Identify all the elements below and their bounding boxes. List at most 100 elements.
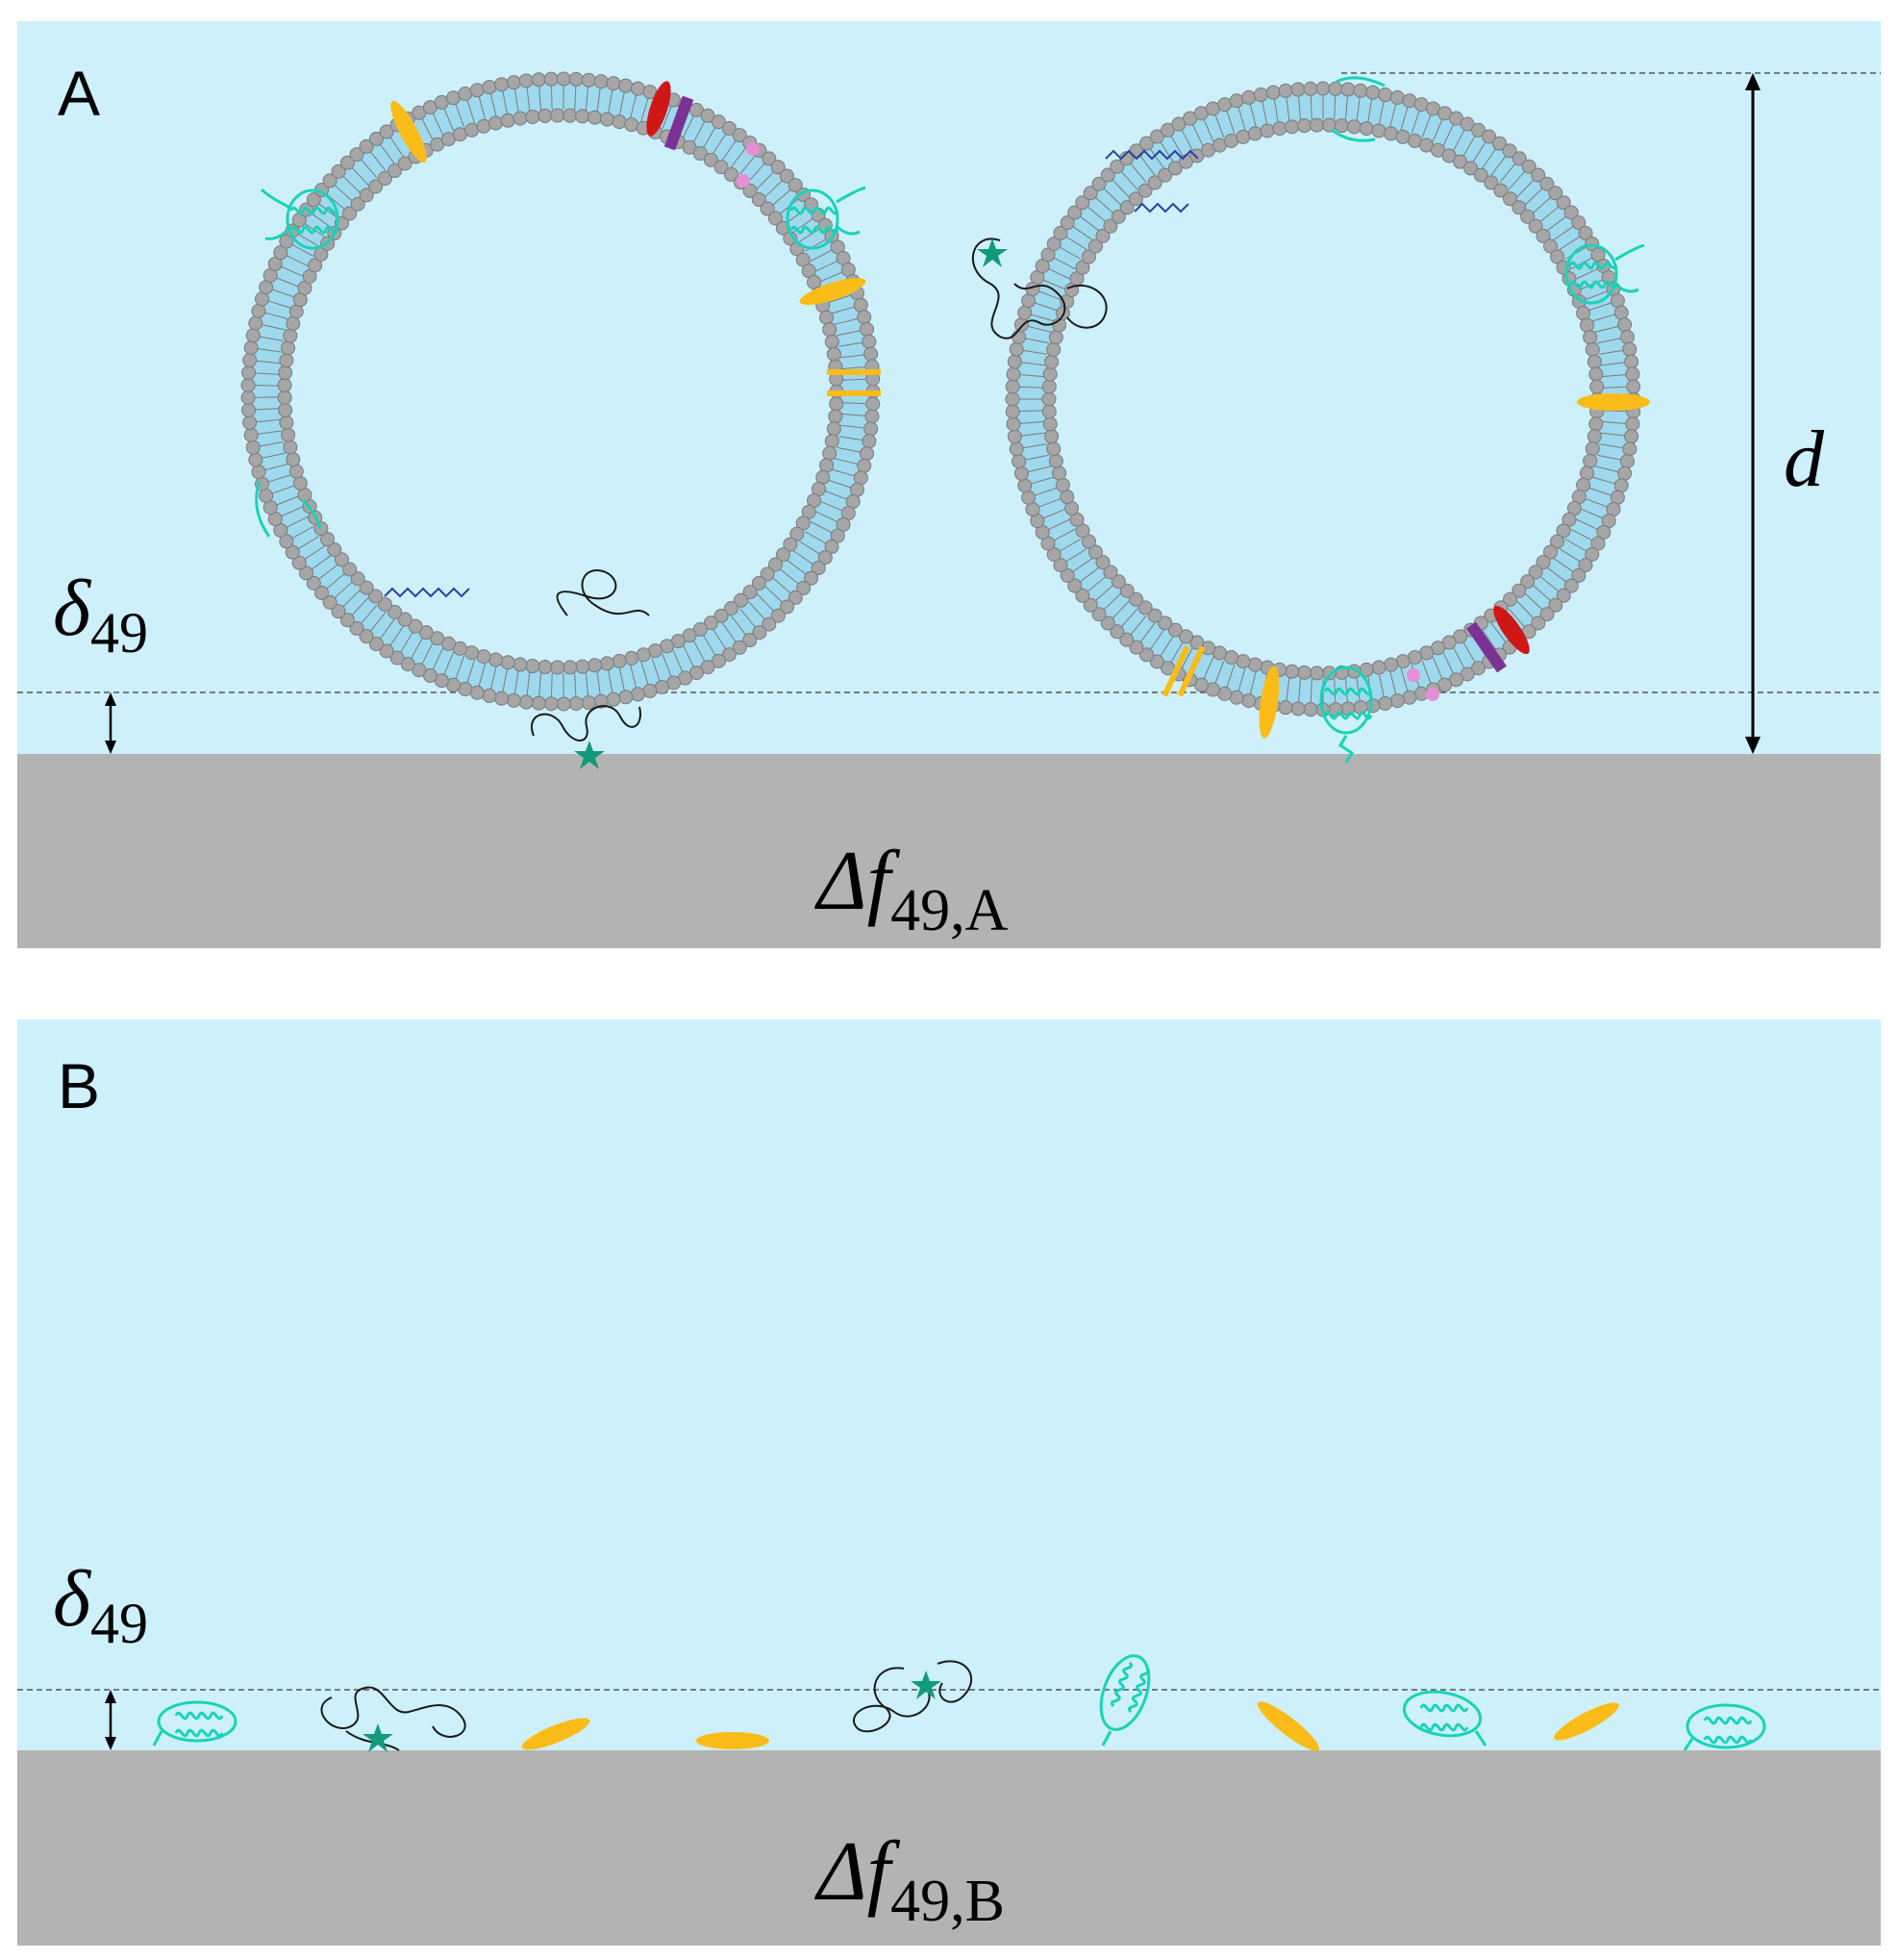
d-arrow-head-bottom: [1745, 737, 1761, 754]
lipid-tail: [1020, 362, 1046, 366]
lipid-head: [789, 526, 805, 541]
lipid-head: [713, 160, 729, 175]
lipid-head: [1229, 93, 1244, 109]
lipid-head: [1042, 416, 1058, 432]
lipid-head: [482, 80, 497, 95]
lipid-tail: [1462, 135, 1476, 158]
lipid-head: [1229, 690, 1244, 705]
lipid-head: [1389, 693, 1405, 709]
lipid-head: [692, 621, 708, 637]
lipid-tail: [1587, 487, 1612, 496]
lipid-head: [1365, 698, 1381, 714]
lipid-head: [1012, 329, 1027, 344]
cyan-protein: [1402, 1690, 1487, 1746]
yellow-protein: [799, 277, 866, 306]
lipid-tail: [280, 506, 304, 517]
panel-a: A: [17, 21, 1881, 948]
lipid-head: [1285, 119, 1300, 135]
lipid-head: [286, 452, 301, 467]
lipid-head: [1247, 657, 1262, 672]
lipid-head: [562, 660, 578, 675]
lipid-head: [464, 122, 480, 138]
lipid-tail: [261, 452, 287, 460]
lipid-tail: [1170, 135, 1184, 158]
lipid-head: [350, 196, 365, 212]
lipid-head: [543, 696, 559, 712]
lipid-head: [482, 688, 497, 703]
lipid-tail: [263, 463, 288, 471]
lipid-tail: [290, 526, 314, 540]
lipid-head: [412, 663, 427, 678]
lipid-head: [733, 592, 748, 608]
lipid-head: [331, 604, 346, 619]
lipid-head: [1044, 429, 1060, 444]
lipid-tail: [1103, 592, 1122, 611]
lipid-tail: [257, 430, 282, 436]
lipid-head: [1556, 195, 1571, 211]
lipid-head: [537, 660, 553, 675]
lipid-head: [1617, 317, 1633, 333]
lipid-tail: [730, 615, 747, 637]
lipid-tail: [297, 536, 319, 550]
lipid-head: [1625, 366, 1640, 382]
lipid-tail: [297, 233, 319, 247]
lipid-tail: [1539, 206, 1560, 223]
lipid-head: [273, 245, 288, 261]
lipid-head: [721, 647, 737, 663]
lipid-head: [1075, 195, 1090, 211]
lipid-tail: [1334, 678, 1337, 704]
freq-sub-b: 49,B: [890, 1869, 1005, 1934]
lipid-tail: [1421, 113, 1432, 138]
lipid-head: [1128, 191, 1143, 207]
lipid-head: [1543, 239, 1559, 254]
lipid-head: [1588, 366, 1604, 382]
delta-arrow-a-head-top: [105, 692, 116, 706]
polymer-chain: [853, 1660, 973, 1733]
lipid-tail: [841, 365, 867, 370]
lipid-tail: [1378, 100, 1385, 125]
lipid-tail: [1203, 118, 1214, 142]
lipid-tail: [1130, 163, 1147, 183]
lipid-head: [1128, 591, 1143, 607]
panel-b: B: [17, 1019, 1881, 1946]
lipid-head: [819, 458, 835, 473]
lipid-head: [713, 608, 729, 623]
lipid-tail: [1442, 123, 1455, 147]
lipid-tail: [1034, 302, 1059, 312]
lipid-tail: [478, 95, 487, 120]
lipid-head: [618, 78, 634, 93]
yellow-protein: [521, 1718, 590, 1750]
cyan-protein: [260, 188, 339, 250]
lipid-head: [1550, 249, 1565, 264]
lipid-head: [494, 77, 510, 92]
lipid-head: [327, 541, 342, 557]
lipid-head: [1389, 89, 1405, 105]
lipid-head: [1048, 330, 1063, 345]
lipid-tail: [399, 631, 414, 654]
lipid-head: [494, 691, 510, 706]
lipid-tail: [1490, 155, 1507, 176]
lipid-tail: [1249, 670, 1257, 695]
delta-arrow-b-head-bottom: [105, 1737, 116, 1750]
lipid-head: [618, 690, 634, 705]
lipid-head: [1139, 647, 1155, 663]
lipid-head: [1613, 305, 1629, 320]
yellow-protein: [1257, 1701, 1320, 1751]
lipid-head: [506, 692, 521, 708]
lipid-tail: [1214, 660, 1225, 685]
red-protein: [1493, 605, 1530, 655]
lipid-head: [1041, 404, 1057, 419]
lipid-tail: [1481, 629, 1497, 651]
lipid-tail: [1018, 373, 1044, 378]
lipid-head: [277, 378, 292, 393]
cyan-protein: [1683, 1703, 1766, 1751]
lipid-tail: [1170, 641, 1184, 664]
lipid-head: [279, 415, 294, 430]
lipid-tail: [763, 179, 784, 198]
lipid-head: [1539, 176, 1555, 191]
yellow-protein: [696, 1732, 769, 1749]
delta-arrow-a-head-bottom: [105, 741, 116, 754]
lipid-tail: [432, 112, 444, 136]
lipid-head: [779, 168, 794, 184]
lipid-head: [320, 532, 336, 547]
